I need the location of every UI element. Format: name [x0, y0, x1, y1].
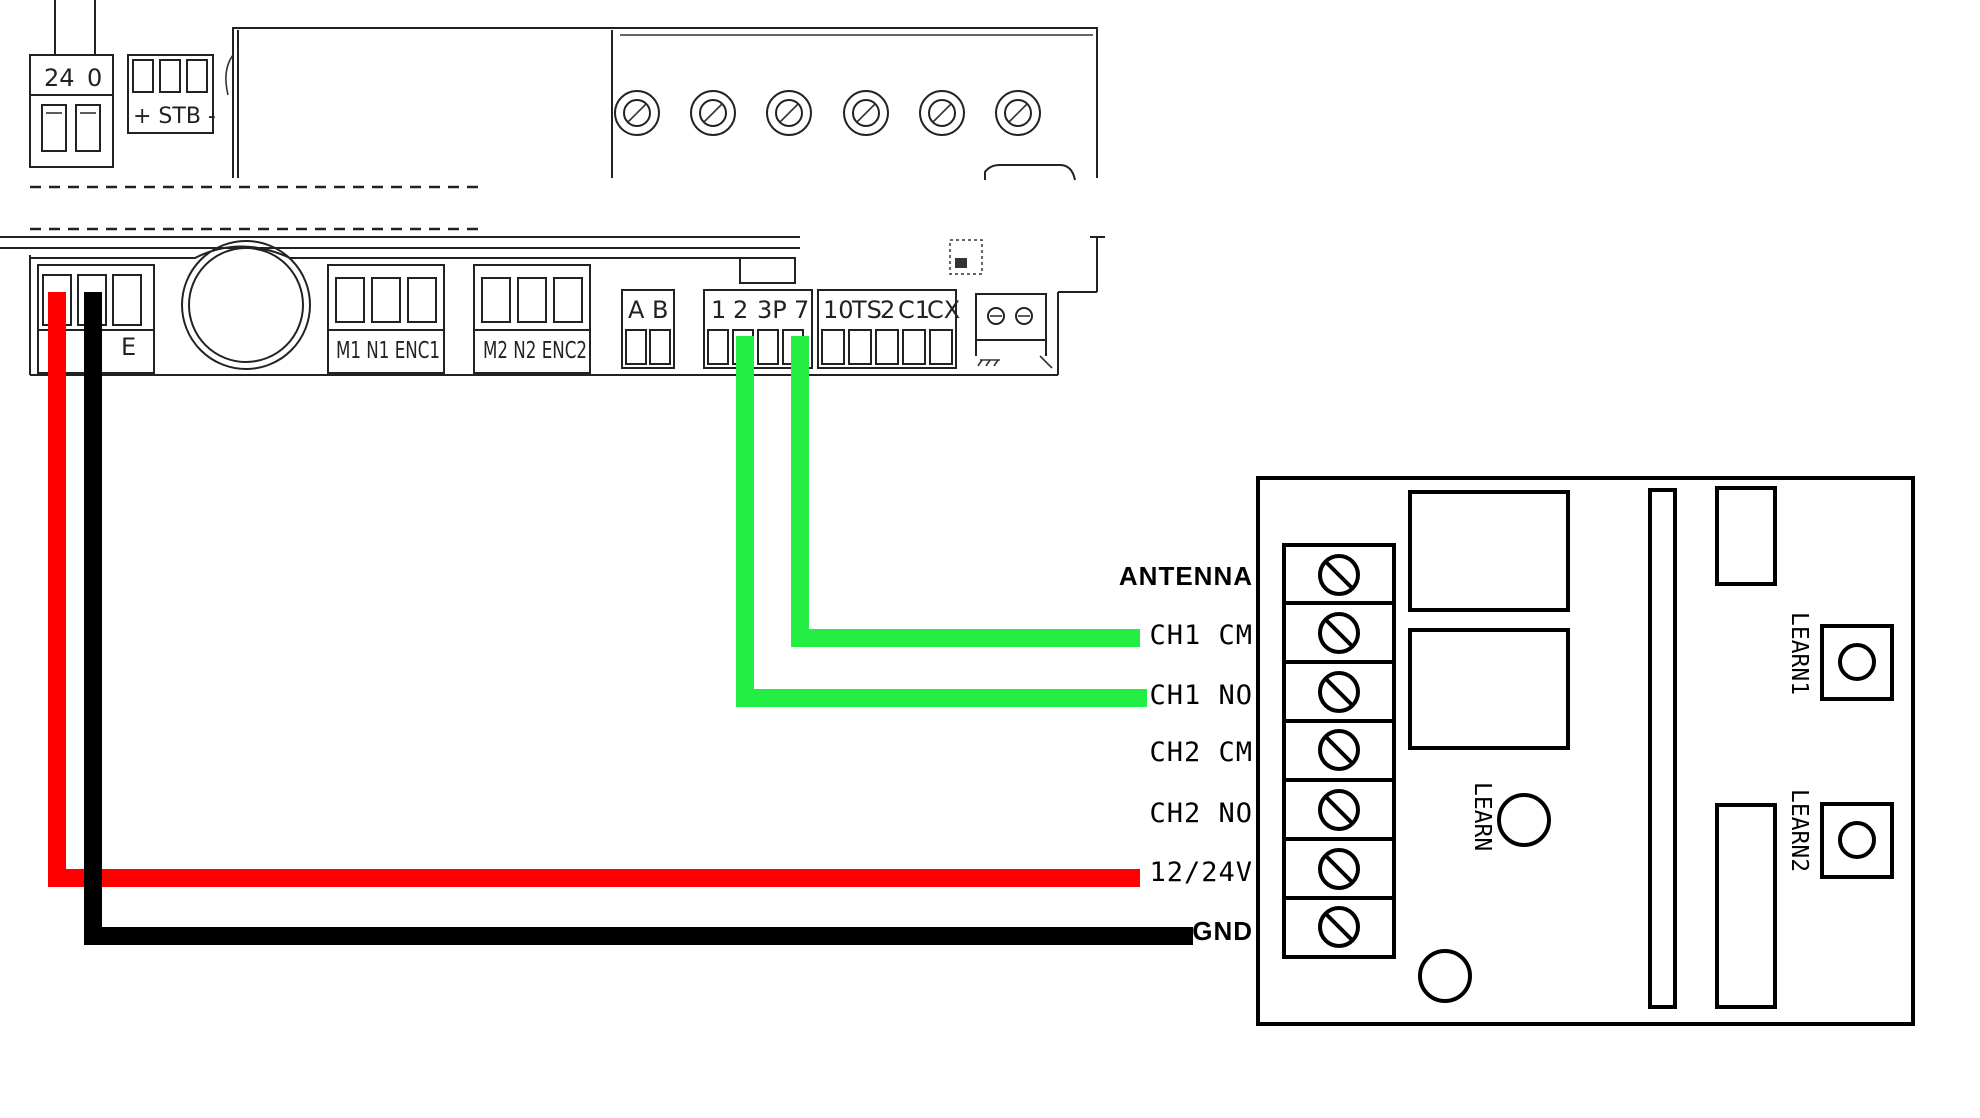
screw-terminal-icon — [1318, 848, 1360, 890]
label-ch1-cm: CH1 CM — [1149, 620, 1253, 651]
terminal-0-label: 0 — [87, 64, 102, 92]
label-gnd: GND — [1192, 916, 1253, 946]
terminal-3p-label: 3P — [757, 296, 787, 324]
terminal-10-label: 10 — [823, 296, 854, 324]
trimmer-row — [614, 90, 1041, 136]
terminal-b-label: B — [652, 296, 668, 324]
wire-ch1-no — [736, 336, 1147, 707]
terminal-a-label: A — [628, 296, 645, 324]
chip — [1715, 486, 1777, 586]
trimmer-icon — [690, 90, 736, 136]
terminal-1-label: 1 — [711, 296, 726, 324]
aux-terminal-block: 10 TS 2 C1 CX — [817, 289, 960, 369]
status-led-icon — [1418, 949, 1472, 1003]
label-ch1-no: CH1 NO — [1149, 680, 1253, 711]
label-ch2-no: CH2 NO — [1149, 798, 1253, 829]
learn1-label: LEARN1 — [1786, 612, 1812, 695]
motor1-terminal-block: M1 N1 ENC1 — [327, 264, 445, 374]
stb-label: + STB - — [133, 104, 216, 129]
trimmer-icon — [919, 90, 965, 136]
screw-terminal-icon — [1318, 671, 1360, 713]
screw-terminal-icon — [1318, 554, 1360, 596]
learn2-label: LEARN2 — [1786, 789, 1812, 872]
motor2-terminal-block: M2 N2 ENC2 — [473, 264, 591, 374]
stb-terminal-block: + STB - — [127, 54, 216, 134]
component-icon — [949, 239, 983, 275]
screw-terminal-icon — [1318, 729, 1360, 771]
terminal-e-label: E — [121, 333, 136, 361]
ab-terminal-block: A B — [621, 289, 675, 369]
terminal-ts-label: TS — [851, 296, 882, 324]
wire-ground — [84, 292, 1193, 945]
wire-ch1-cm — [791, 336, 1140, 647]
screw-terminal-icon — [1318, 789, 1360, 831]
terminal-2b-label: 2 — [880, 296, 895, 324]
receiver-terminal-strip — [1282, 543, 1396, 959]
trimmer-icon — [614, 90, 660, 136]
motor2-label: M2 N2 ENC2 — [483, 338, 587, 364]
screw-terminal-icon — [1318, 906, 1360, 948]
trimmer-icon — [843, 90, 889, 136]
trimmer-icon — [766, 90, 812, 136]
terminal-2-label: 2 — [733, 296, 748, 324]
input-terminal-block: 1 2 3P 7 — [703, 289, 813, 369]
relay-1 — [1408, 490, 1570, 612]
label-antenna: ANTENNA — [1119, 561, 1253, 591]
learn-label: LEARN — [1469, 782, 1495, 851]
relay-2 — [1408, 628, 1570, 750]
terminal-c1-label: C1 — [898, 296, 930, 324]
learn1-button[interactable] — [1820, 624, 1894, 701]
antenna-strip — [1648, 488, 1677, 1009]
learn-button[interactable] — [1497, 793, 1551, 847]
terminal-7-label: 7 — [794, 296, 809, 324]
label-12-24v: 12/24V — [1149, 857, 1253, 888]
wires — [48, 292, 1193, 945]
label-ch2-cm: CH2 CM — [1149, 737, 1253, 768]
receiver-module: LEARN1 LEARN2 LEARN — [1256, 476, 1915, 1026]
receiver-terminal-labels: ANTENNA CH1 CM CH1 NO CH2 CM CH2 NO 12/2… — [1119, 561, 1253, 946]
controller-board: 24 0 + STB - — [0, 0, 1105, 376]
terminal-24-label: 24 — [44, 64, 75, 92]
terminal-cx-label: CX — [927, 296, 960, 324]
learn2-button[interactable] — [1820, 802, 1894, 879]
motor1-label: M1 N1 ENC1 — [336, 338, 440, 364]
trimmer-icon — [995, 90, 1041, 136]
capacitor-icon — [181, 240, 311, 370]
antenna-terminal-block — [975, 293, 1053, 369]
screw-terminal-icon — [1318, 612, 1360, 654]
power-terminal-block: 24 0 — [29, 54, 114, 168]
component-block — [1715, 803, 1777, 1009]
wire-power — [48, 292, 1140, 887]
